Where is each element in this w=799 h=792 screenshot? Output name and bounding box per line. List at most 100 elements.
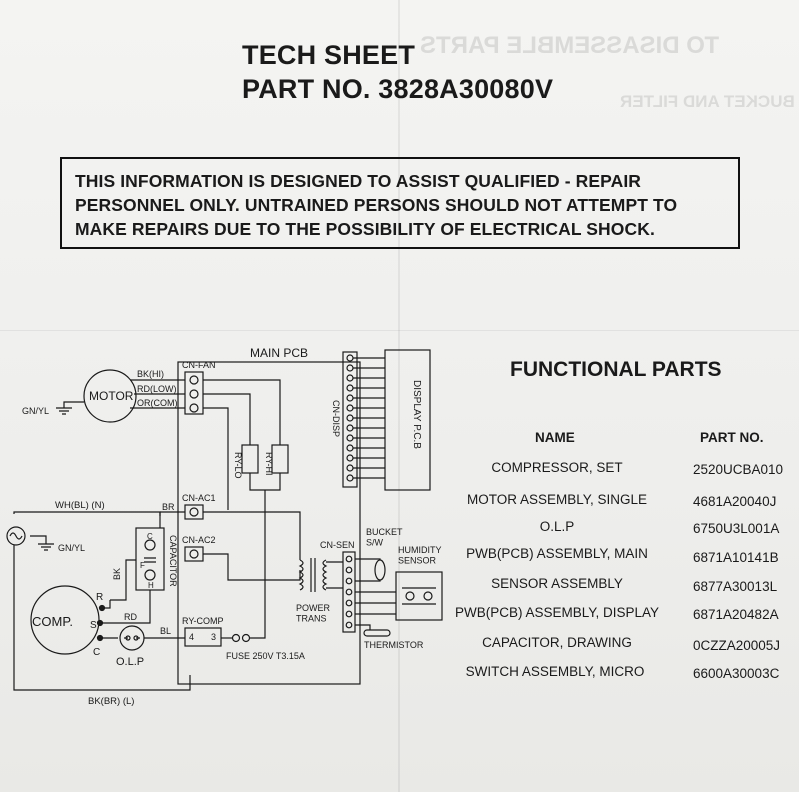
cn-sen-pins — [345, 555, 353, 629]
cn-sen-pin — [345, 566, 353, 574]
pcb-trace — [203, 407, 229, 510]
cn-disp-pin — [346, 474, 354, 482]
cn-sen-pin — [345, 599, 353, 607]
bk-wire — [110, 559, 136, 601]
thermistor-label: THERMISTOR — [364, 640, 424, 650]
ry-comp-label: RY-COMP — [182, 616, 224, 626]
cn-disp-pin — [346, 354, 354, 362]
compressor-symbol — [30, 585, 100, 655]
cn-disp-pin — [346, 394, 354, 402]
cn-disp-pin — [346, 434, 354, 442]
ry-lo-relay — [241, 444, 259, 474]
ry-comp-pin3: 3 — [211, 632, 216, 642]
ground-symbol — [38, 543, 54, 551]
cn-disp-connector — [342, 351, 358, 488]
cn-fan-connector — [184, 371, 204, 415]
sensor-wire — [355, 580, 381, 582]
olp-label: O.L.P — [116, 656, 144, 668]
olp-contact-point — [125, 635, 131, 641]
or-com-label: OR(COM) — [137, 398, 178, 408]
name-column-header: NAME — [535, 430, 575, 445]
cn-ac2-connector — [184, 546, 204, 562]
pcb-trace — [203, 379, 281, 445]
humidity-sensor-node — [405, 591, 415, 601]
compressor-label: COMP. — [32, 614, 73, 629]
compressor-c-terminal: C — [93, 647, 100, 658]
cn-disp-pin — [346, 384, 354, 392]
pcb-trace — [250, 630, 266, 639]
part-name: PWB(PCB) ASSEMBLY, DISPLAY — [454, 605, 660, 620]
display-pcb-outline — [384, 349, 431, 491]
rd-low-label: RD(LOW) — [137, 384, 177, 394]
part-name: SENSOR ASSEMBLY — [491, 576, 623, 591]
thermistor-symbol — [363, 629, 391, 637]
part-number: 6877A30013L — [693, 579, 778, 594]
main-pcb-label: MAIN PCB — [250, 346, 308, 360]
motor-symbol — [83, 369, 137, 423]
capacitor-c-terminal: C — [147, 532, 153, 541]
cn-ac2-pin — [189, 549, 199, 559]
ac-sine — [9, 532, 23, 540]
part-number-line: PART NO. 3828A30080V — [242, 74, 554, 104]
part-name: O.L.P — [539, 519, 575, 534]
part-number: 6871A10141B — [693, 550, 779, 565]
part-number: 4681A20040J — [693, 494, 777, 509]
ry-comp-pin4: 4 — [189, 632, 194, 642]
cn-disp-pins — [346, 354, 354, 482]
part-name: SWITCH ASSEMBLY, MICRO — [465, 664, 645, 679]
cn-sen-connector — [342, 551, 356, 633]
cn-sen-pin — [345, 588, 353, 596]
fold-crease — [0, 330, 799, 331]
cn-disp-pin — [346, 404, 354, 412]
cn-disp-pin — [346, 414, 354, 422]
humidity-sensor-node — [423, 591, 433, 601]
cn-disp-label: CN-DISP — [331, 400, 341, 437]
humidity-sensor-box — [395, 571, 443, 621]
capacitor-label: CAPACITOR — [168, 535, 178, 587]
part-no-column-header: PART NO. — [700, 430, 764, 445]
cn-ac1-pin — [189, 507, 199, 517]
pcb-trace — [203, 393, 251, 445]
transformer-secondary — [322, 559, 328, 591]
capacitor-plates — [144, 557, 156, 563]
cn-ac1-connector — [184, 504, 204, 520]
rd-wire — [102, 590, 151, 624]
part-number: 6600A30003C — [693, 666, 780, 681]
safety-warning-box: THIS INFORMATION IS DESIGNED TO ASSIST Q… — [60, 157, 740, 249]
power-transformer — [298, 558, 328, 592]
part-number: 6750U3L001A — [693, 521, 780, 536]
bk-hi-label: BK(HI) — [137, 369, 164, 379]
bk-br-l-label: BK(BR) (L) — [88, 696, 134, 707]
fuse-terminal — [231, 633, 241, 643]
main-pcb-outline — [177, 361, 361, 685]
cn-ac1-label: CN-AC1 — [182, 493, 216, 503]
pcb-trace — [249, 473, 281, 491]
part-name: MOTOR ASSEMBLY, SINGLE — [466, 492, 648, 507]
cn-fan-label: CN-FAN — [182, 360, 216, 370]
motor-gn-yl-label: GN/YL — [22, 406, 49, 416]
cn-sen-pin — [345, 610, 353, 618]
part-number: 0CZZA20005J — [693, 638, 781, 653]
title-line: TECH SHEET — [242, 40, 416, 70]
part-name: CAPACITOR, DRAWING — [482, 635, 632, 650]
neutral-wire — [13, 511, 161, 516]
source-ground-wire — [30, 535, 47, 544]
capacitor-symbol — [144, 569, 156, 581]
r-wire — [102, 600, 111, 609]
sensor-wire — [355, 624, 371, 630]
cn-sen-pin — [345, 577, 353, 585]
part-number: 6871A20482A — [693, 607, 779, 622]
cn-disp-pin — [346, 364, 354, 372]
ground-symbol — [56, 407, 72, 415]
rd-label: RD — [124, 612, 137, 622]
cn-disp-pin — [346, 444, 354, 452]
page-title: TECH SHEET PART NO. 3828A30080V — [242, 38, 553, 106]
part-name: COMPRESSOR, SET — [491, 460, 623, 475]
display-ribbon-wires — [353, 357, 385, 479]
cn-disp-pin — [346, 464, 354, 472]
wh-bl-n-label: WH(BL) (N) — [55, 500, 105, 511]
cn-sen-pin — [345, 621, 353, 629]
compressor-terminal — [96, 619, 104, 627]
compressor-r-terminal: R — [96, 592, 103, 603]
